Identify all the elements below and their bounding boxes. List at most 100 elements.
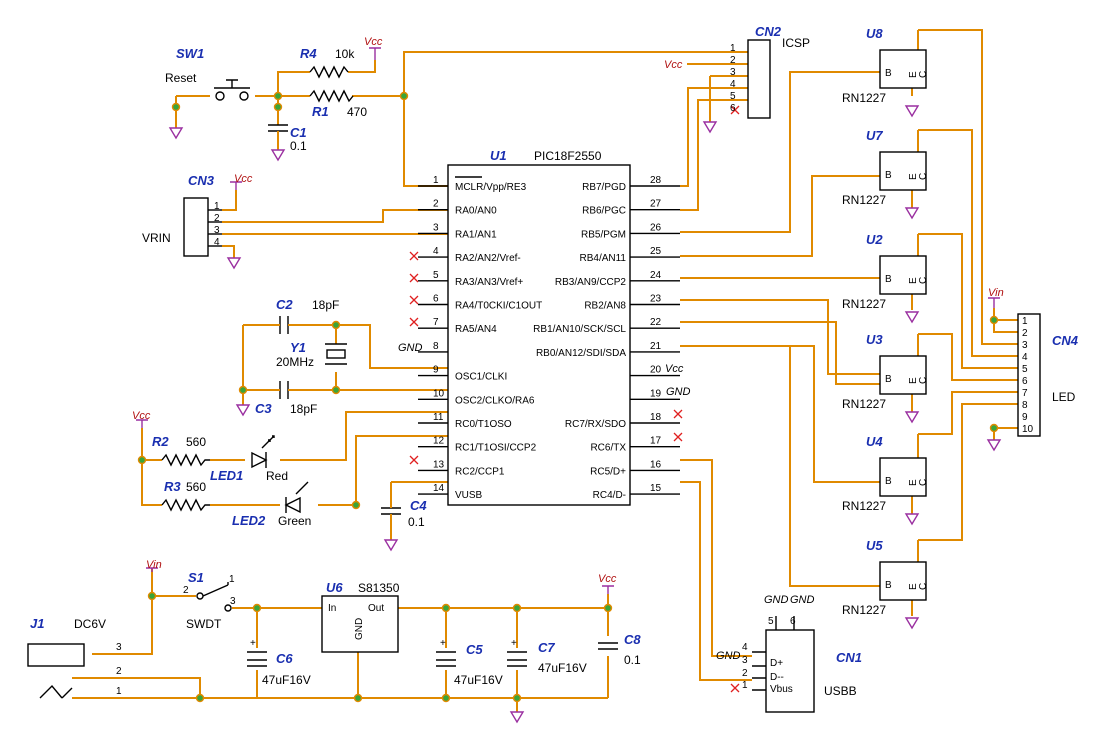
transistor-collector-label: C	[918, 173, 929, 180]
usb-pin5: 5	[768, 616, 774, 627]
u1-pin-name: RA0/AN0	[455, 206, 497, 217]
u1-pin-name: RA4/T0CKI/C1OUT	[455, 301, 542, 312]
u1-pin-name: RB5/PGM	[581, 229, 626, 240]
u1-pin-name: RC1/T1OSI/CCP2	[455, 443, 537, 454]
sw1-ref: SW1	[176, 46, 204, 61]
cn2-pin-number: 5	[730, 91, 736, 102]
u1-pin-number: 5	[433, 270, 439, 281]
cn2-pin-number: 2	[730, 55, 736, 66]
cn3-value: VRIN	[142, 231, 171, 245]
u1-pin-name: MCLR/Vpp/RE3	[455, 182, 527, 193]
vin-s1-label: Vin	[146, 559, 162, 571]
r1-resistor: R1 470	[309, 89, 367, 119]
sw1-reset-switch: SW1 Reset	[165, 46, 250, 140]
u1-pin-name: RB6/PGC	[582, 206, 626, 217]
r1-value: 470	[347, 105, 367, 119]
u1-pin-number: 16	[650, 459, 662, 470]
transistor-base-label: B	[885, 68, 892, 79]
s1-pin1: 1	[229, 574, 235, 585]
u1-pin-name: OSC1/CLKI	[455, 372, 507, 383]
gnd-symbol	[904, 411, 920, 424]
c3-value: 18pF	[290, 402, 317, 416]
gnd-symbol	[904, 105, 920, 118]
c6-ref: C6	[276, 651, 293, 666]
cn3-pin-number: 4	[214, 237, 220, 248]
cn1-usb-connector: 4 3 2 1 5 6 D+ D-- Vbus GND GND GND CN1 …	[716, 594, 862, 713]
vcc-led: Vcc	[132, 410, 151, 428]
u1-ref: U1	[490, 148, 507, 163]
u1-pin-number: 1	[433, 175, 439, 186]
cn4-ref: CN4	[1052, 333, 1079, 348]
usb-gnd6: GND	[790, 594, 815, 606]
u1-pin-number: 26	[650, 222, 662, 233]
cn1-value: USBB	[824, 684, 857, 698]
led2-green: LED2 Green	[232, 481, 311, 528]
y1-value: 20MHz	[276, 355, 314, 369]
cn3-pin-number: 3	[214, 225, 220, 236]
u1-pin8-gnd: GND	[398, 342, 423, 354]
c8-value: 0.1	[624, 653, 641, 667]
transistor-collector-label: C	[918, 277, 929, 284]
transistor-emitter-label: E	[908, 583, 919, 590]
transistor-collector-label: C	[918, 583, 929, 590]
transistor-value: RN1227	[842, 397, 886, 411]
c4-ref: C4	[410, 498, 427, 513]
led2-ref: LED2	[232, 513, 266, 528]
u6-out: Out	[368, 603, 384, 614]
r2-resistor: R2 560	[152, 434, 210, 467]
u1-pin-number: 17	[650, 436, 662, 447]
c4-value: 0.1	[408, 515, 425, 529]
u1-pin-name: RA2/AN2/Vref-	[455, 253, 521, 264]
c7-value: 47uF16V	[538, 661, 587, 675]
u1-pin-number: 7	[433, 317, 439, 328]
led1-ref: LED1	[210, 468, 243, 483]
gnd-symbol	[904, 513, 920, 526]
u1-pin-number: 9	[433, 365, 439, 376]
u1-pin-number: 24	[650, 270, 662, 281]
cn2-vcc: Vcc	[664, 59, 683, 71]
cn4-pin-number: 8	[1022, 400, 1028, 411]
transistor-ref: U3	[866, 332, 883, 347]
vcc-c8-label: Vcc	[598, 573, 617, 585]
usb-pin4: 4	[742, 642, 748, 653]
cn4-pin-number: 3	[1022, 340, 1028, 351]
u1-pin-number: 27	[650, 199, 662, 210]
vin-s1: Vin	[146, 559, 162, 572]
c8-capacitor: C8 0.1	[598, 632, 641, 667]
c1-capacitor: C1 0.1	[268, 124, 307, 162]
s1-ref: S1	[188, 570, 204, 585]
cn4-pin-number: 7	[1022, 388, 1028, 399]
u1-pin-number: 19	[650, 388, 662, 399]
cn4-pin-number: 6	[1022, 376, 1028, 387]
transistor-base-label: B	[885, 374, 892, 385]
u6-gnd: GND	[354, 618, 365, 640]
s1-pin3: 3	[230, 596, 236, 607]
transistor-ref: U2	[866, 232, 883, 247]
transistor-value: RN1227	[842, 603, 886, 617]
u6-ref: U6	[326, 580, 343, 595]
c2-ref: C2	[276, 297, 293, 312]
u1-pin-number: 3	[433, 222, 439, 233]
c6-capacitor: + C6 47uF16V	[247, 638, 311, 687]
u1-pin-name: RB0/AN12/SDI/SDA	[536, 348, 626, 359]
gnd-symbol	[904, 311, 920, 324]
c1-value: 0.1	[290, 139, 307, 153]
vcc-r4: Vcc	[364, 36, 383, 60]
vcc-c8: Vcc	[598, 573, 617, 594]
cn4-pin-number: 5	[1022, 364, 1028, 375]
r4-value: 10k	[335, 47, 355, 61]
sw1-value: Reset	[165, 71, 197, 85]
y1-crystal: Y1 20MHz	[276, 340, 347, 369]
vcc-led-label: Vcc	[132, 410, 151, 422]
usb-pin1: 1	[742, 680, 748, 691]
j1-ref: J1	[30, 616, 44, 631]
transistor-emitter-label: E	[908, 71, 919, 78]
led1-value: Red	[266, 469, 288, 483]
s1-switch: S1 SWDT 1 2 3	[183, 570, 236, 631]
